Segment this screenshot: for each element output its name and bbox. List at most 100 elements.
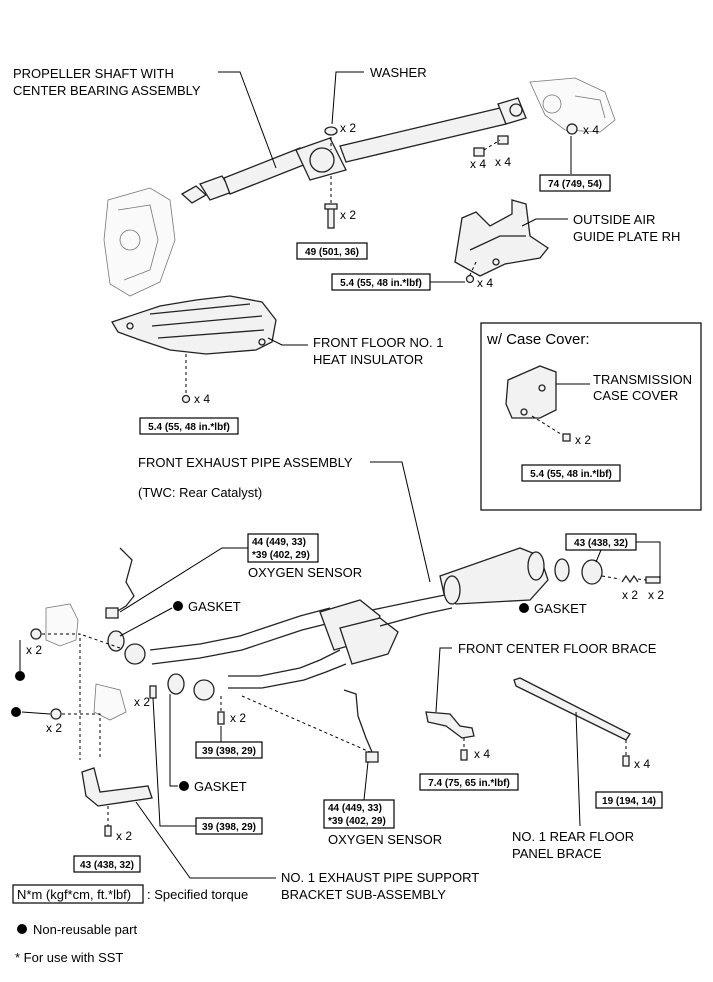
non-reusable-dot-gasket-right [519, 603, 529, 613]
gasket-right-label: GASKET [534, 601, 587, 616]
oxygen-sensor-top-part [105, 547, 135, 619]
torque-o2-top-1: 44 (449, 33) [252, 537, 306, 548]
gasket-lower-label: GASKET [194, 779, 247, 794]
torque-box-brace [419, 773, 519, 791]
transmission-case-cover-part [505, 365, 557, 419]
torque-case: 5.4 (55, 48 in.*lbf) [530, 469, 612, 480]
legend-torque-box [12, 884, 144, 904]
twc-note: (TWC: Rear Catalyst) [138, 485, 262, 500]
torque-box-insulator [139, 417, 239, 435]
front-center-brace-leader [435, 647, 452, 713]
torque-box-74 [539, 174, 611, 192]
stud-part [149, 685, 157, 699]
case-cover-frame [480, 322, 702, 511]
torque-o2-bottom-2: *39 (402, 29) [328, 816, 386, 827]
center-bolt-qty-2: x 4 [495, 155, 511, 169]
bracket-bolt-part [104, 825, 112, 837]
diff-nut-qty: x 4 [583, 123, 599, 137]
torque-19: 19 (194, 14) [602, 796, 656, 807]
left-nut-qty-1: x 2 [26, 643, 42, 657]
transmission-sketch [103, 187, 176, 297]
insulator-nut-qty: x 4 [194, 392, 210, 406]
washer-label: WASHER [370, 65, 427, 80]
bracket-bolt-qty: x 2 [116, 829, 132, 843]
front-floor-heat-insulator [111, 295, 277, 355]
differential-sketch [529, 77, 616, 133]
torque-49: 49 (501, 36) [305, 247, 359, 258]
front-exhaust-label: FRONT EXHAUST PIPE ASSEMBLY [138, 455, 353, 470]
exhaust-pipe-support-bracket-part [81, 767, 153, 807]
torque-o2-bottom-1: 44 (449, 33) [328, 803, 382, 814]
oxygen-sensor-top-label: OXYGEN SENSOR [248, 565, 362, 580]
torque-box-19 [595, 791, 663, 809]
torque-box-o2-top [247, 533, 319, 563]
bolt-49-qty: x 2 [340, 208, 356, 222]
torque-box-49 [296, 242, 368, 260]
case-cover-label-1: TRANSMISSION [593, 372, 692, 387]
oxygen-sensor-top-leader [119, 547, 248, 613]
gasket-right-part [554, 558, 570, 582]
front-center-floor-brace-part [425, 711, 475, 739]
non-reusable-dot-gasket-upper [173, 601, 183, 611]
case-bolt-qty: x 2 [575, 433, 591, 447]
propeller-shaft-label-1: PROPELLER SHAFT WITH [13, 66, 174, 81]
washer-qty: x 2 [340, 121, 356, 135]
non-reusable-dot-left-2 [11, 707, 21, 717]
torque-box-43-bottom [73, 855, 141, 873]
outside-air-guide-plate [454, 199, 549, 277]
flange-front-part [124, 643, 215, 701]
torque-43-top: 43 (438, 32) [574, 538, 628, 549]
torque-box-o2-bottom [323, 799, 395, 829]
torque-box-case [521, 464, 621, 482]
center-bolt-qty-1: x 4 [470, 157, 486, 171]
insulator-label-2: HEAT INSULATOR [313, 352, 423, 367]
torque-guide: 5.4 (55, 48 in.*lbf) [340, 278, 422, 289]
non-reusable-dot-gasket-lower [179, 781, 189, 791]
washer-part [324, 126, 338, 136]
oxygen-sensor-bottom-part [343, 689, 379, 763]
torque-39-a: 39 (398, 29) [202, 746, 256, 757]
front-exhaust-leader [370, 461, 431, 583]
bolt-39-part [217, 711, 225, 725]
guide-nut-part [465, 274, 475, 284]
legend-torque-unit: N*m (kgf*cm, ft.*lbf) [17, 887, 131, 902]
legend-non-reusable: Non-reusable part [33, 922, 137, 937]
propeller-shaft-leader [218, 71, 277, 169]
outside-air-guide-label-2: GUIDE PLATE RH [573, 229, 680, 244]
diff-nut-part [566, 123, 578, 135]
rear-brace-label-2: PANEL BRACE [512, 846, 602, 861]
propeller-shaft-label-2: CENTER BEARING ASSEMBLY [13, 83, 201, 98]
non-reusable-dot-left-1 [15, 671, 25, 681]
front-center-brace-label: FRONT CENTER FLOOR BRACE [458, 641, 657, 656]
spring-qty-2: x 2 [648, 588, 664, 602]
torque-brace: 7.4 (75, 65 in.*lbf) [428, 778, 510, 789]
bolt-39-qty: x 2 [230, 711, 246, 725]
brace-bolt-part [460, 749, 468, 761]
washer-leader [331, 71, 364, 125]
oxygen-sensor-bottom-label: OXYGEN SENSOR [328, 832, 442, 847]
rear-brace-bolt-qty: x 4 [634, 757, 650, 771]
propeller-shaft [180, 97, 527, 204]
left-nut-1-part [30, 628, 42, 640]
insulator-label-1: FRONT FLOOR NO. 1 [313, 335, 444, 350]
outside-air-guide-leader [521, 218, 568, 227]
torque-box-39-a [195, 741, 263, 759]
outside-air-guide-label-1: OUTSIDE AIR [573, 212, 655, 227]
legend-non-reusable-dot [17, 924, 27, 934]
left-nut-2-part [50, 708, 62, 720]
spring-qty-1: x 2 [622, 588, 638, 602]
torque-43-bottom: 43 (438, 32) [80, 860, 134, 871]
insulator-nut-part [181, 394, 191, 404]
rear-floor-panel-brace-part [513, 677, 631, 741]
center-bolts-part [473, 135, 509, 157]
insulator-leader [267, 337, 308, 346]
legend-sst-note: * For use with SST [15, 950, 123, 965]
stud-qty: x 2 [134, 695, 150, 709]
torque-39-b: 39 (398, 29) [202, 822, 256, 833]
torque-o2-top-2: *39 (402, 29) [252, 550, 310, 561]
muffler-sketch [45, 603, 127, 721]
guide-nut-qty: x 4 [477, 276, 493, 290]
case-cover-label-2: CASE COVER [593, 388, 678, 403]
case-cover-title: w/ Case Cover: [486, 331, 590, 348]
